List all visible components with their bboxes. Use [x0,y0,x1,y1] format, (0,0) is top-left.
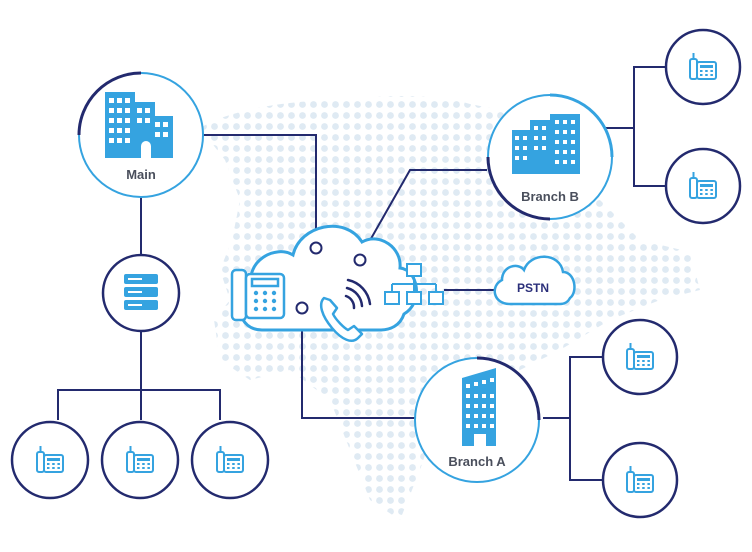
phone-node[interactable] [601,441,679,519]
phone-node[interactable] [10,420,90,500]
branch-a-node[interactable]: Branch A [414,356,541,483]
main-label: Main [126,167,156,182]
phone-node[interactable] [601,318,679,396]
branch-b-label: Branch B [521,189,579,204]
phone-node[interactable] [100,420,180,500]
pstn-node[interactable]: PSTN [493,255,576,306]
branch-b-node[interactable]: Branch B [486,93,614,221]
network-switch-icon [384,263,444,305]
main-node[interactable]: Main [77,71,204,198]
office-building-icon [512,114,580,174]
office-building-icon [105,92,173,158]
office-tower-icon [462,368,496,446]
desk-phone-icon [230,268,286,322]
phone-node[interactable] [664,28,742,106]
server-node[interactable] [101,253,181,333]
pstn-label: PSTN [517,281,549,295]
cloud-pbx[interactable] [230,224,444,342]
connection-lines [57,66,666,481]
cloud-icon [493,255,576,306]
server-icon [124,274,158,310]
branch-a-label: Branch A [448,454,506,469]
phone-node[interactable] [190,420,270,500]
phone-node[interactable] [664,147,742,225]
handset-call-icon [320,278,372,342]
